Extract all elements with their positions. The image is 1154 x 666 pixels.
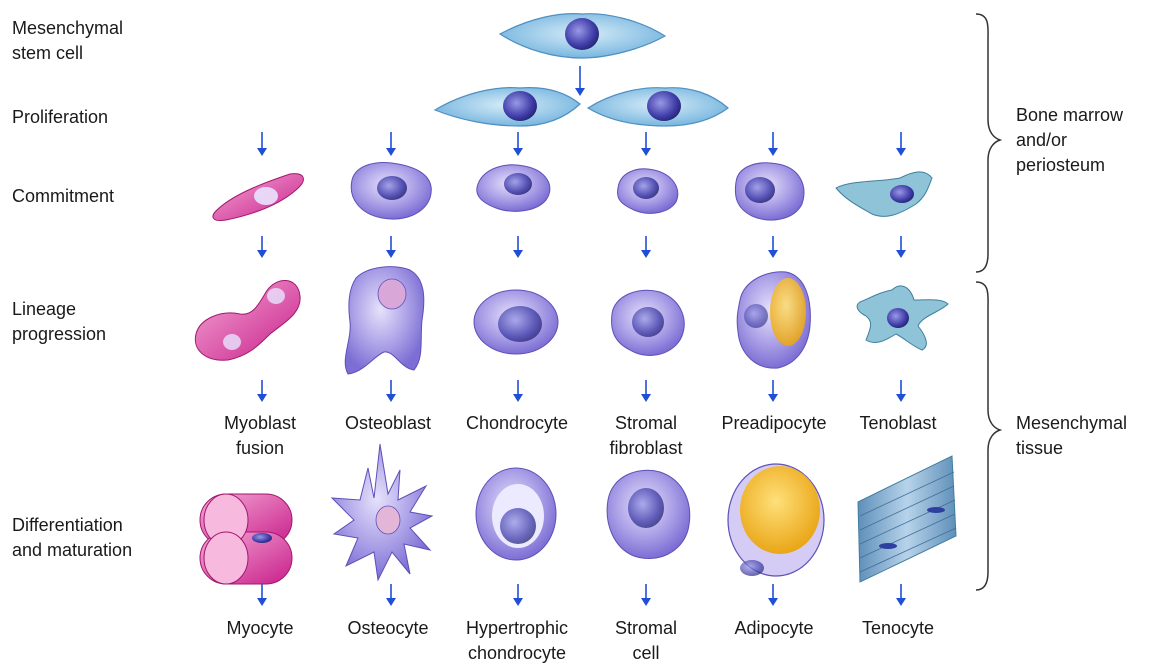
myoblast-fusion-cell (195, 280, 300, 360)
arrow-head (896, 394, 906, 402)
preadipocyte-cell (737, 272, 810, 368)
committed-tenoprogenitor (836, 172, 932, 216)
arrow-head (257, 148, 267, 156)
arrow-head (896, 148, 906, 156)
adipocyte-cell (728, 464, 824, 576)
stem-cell (500, 14, 665, 58)
chondroblast-cell (474, 290, 558, 354)
brace-mesenchymal-tissue (976, 282, 1000, 590)
arrow-head (768, 250, 778, 258)
committed-adipoprogenitor (735, 163, 804, 220)
arrow-head (513, 250, 523, 258)
brace-bone-marrow (976, 14, 1000, 272)
tenoblast-cell (857, 286, 948, 350)
hypertrophic-chondrocyte-cell (476, 468, 556, 560)
proliferation-cell-left (435, 88, 580, 126)
stromal-cell-final (607, 470, 690, 558)
arrow-head (513, 148, 523, 156)
arrow-head (386, 394, 396, 402)
arrow-head (386, 598, 396, 606)
arrow-head (257, 598, 267, 606)
arrow-head (768, 598, 778, 606)
arrow-head (575, 88, 585, 96)
arrow-head (386, 148, 396, 156)
arrow-head (386, 250, 396, 258)
arrow-head (257, 394, 267, 402)
committed-chondroprogenitor (477, 165, 550, 211)
myocyte-cell (200, 494, 292, 584)
arrow-head (768, 148, 778, 156)
osteoblast-cell (345, 267, 424, 374)
tenocyte-tissue (858, 456, 956, 582)
osteocyte-cell (332, 444, 432, 580)
arrow-head (641, 598, 651, 606)
proliferation-cell-right (588, 88, 728, 126)
arrow-head (896, 598, 906, 606)
arrow-head (641, 250, 651, 258)
arrow-head (896, 250, 906, 258)
arrow-head (641, 394, 651, 402)
committed-stromal-progenitor (618, 169, 678, 213)
stromal-fibroblast-cell (612, 290, 685, 355)
arrow-head (641, 148, 651, 156)
arrow-head (257, 250, 267, 258)
arrow-head (768, 394, 778, 402)
arrow-head (513, 394, 523, 402)
arrow-head (513, 598, 523, 606)
committed-osteoprogenitor (351, 163, 431, 219)
committed-myoblast (213, 174, 304, 221)
